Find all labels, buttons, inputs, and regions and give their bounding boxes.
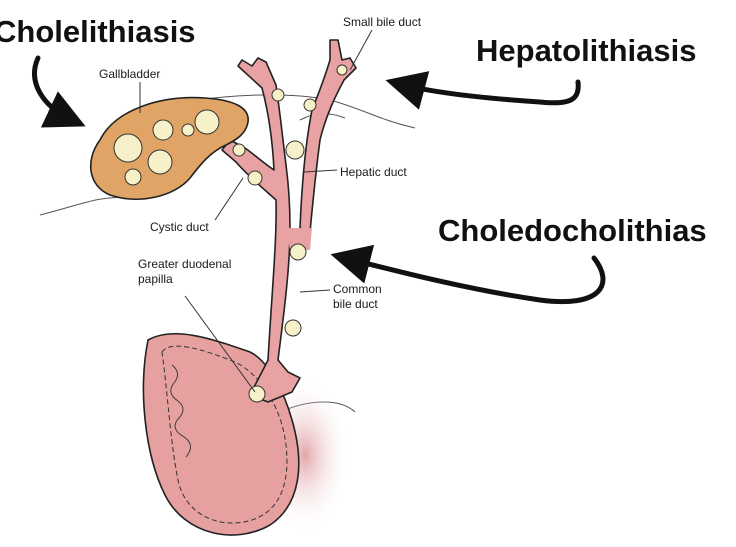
gallstone (124, 168, 142, 186)
right-hepatic-branch (299, 39, 357, 233)
common-bile-duct (221, 57, 301, 403)
gallstone (284, 319, 302, 337)
label-small-bile-duct: Small bile duct (343, 15, 422, 29)
label-gallbladder: Gallbladder (99, 67, 161, 81)
gallstone (285, 140, 305, 160)
gallstone (147, 149, 173, 175)
label-choledocholithiasis: Choledocholithias (438, 213, 707, 248)
leader-papilla (184, 295, 256, 393)
leader-lines (139, 29, 373, 393)
gallstone (303, 98, 317, 112)
gallstone (289, 243, 307, 261)
gallstone (194, 109, 220, 135)
gallstone (113, 133, 143, 163)
label-greater-duodenal-papilla: Greater duodenal papilla (138, 257, 231, 287)
arrow-choledocholithiasis (330, 244, 606, 305)
gallstone (181, 123, 195, 137)
arrow-cholelithiasis (32, 55, 86, 128)
leader-small-bile-duct (349, 29, 373, 71)
label-cbd-line2: bile duct (333, 297, 378, 311)
gallstone (336, 64, 348, 76)
arrows (32, 55, 606, 305)
gallstone (232, 143, 246, 157)
gallstone (248, 385, 266, 403)
label-cystic-duct: Cystic duct (150, 220, 209, 234)
leader-hepatic-duct (303, 169, 338, 173)
duodenum-mucosa (170, 364, 191, 458)
gallstone (247, 170, 263, 186)
leader-cystic-duct (214, 177, 244, 221)
liver-lower-outline (39, 196, 131, 216)
label-common-bile-duct: Common bile duct (333, 282, 382, 312)
gallstones (113, 64, 348, 403)
duct-junction (286, 228, 312, 250)
label-papilla-line2: papilla (138, 272, 173, 286)
label-cbd-line1: Common (333, 282, 382, 296)
label-hepatic-duct: Hepatic duct (340, 165, 407, 179)
leader-common-bile-duct (299, 289, 331, 293)
gallstone (271, 88, 285, 102)
arrow-hepatolithiasis (385, 71, 581, 110)
label-cholelithiasis: Cholelithiasis (0, 14, 196, 49)
duodenum-inner-fold (161, 345, 288, 524)
label-hepatolithiasis: Hepatolithiasis (476, 33, 697, 68)
label-papilla-line1: Greater duodenal (138, 257, 232, 271)
gallstone (152, 119, 174, 141)
